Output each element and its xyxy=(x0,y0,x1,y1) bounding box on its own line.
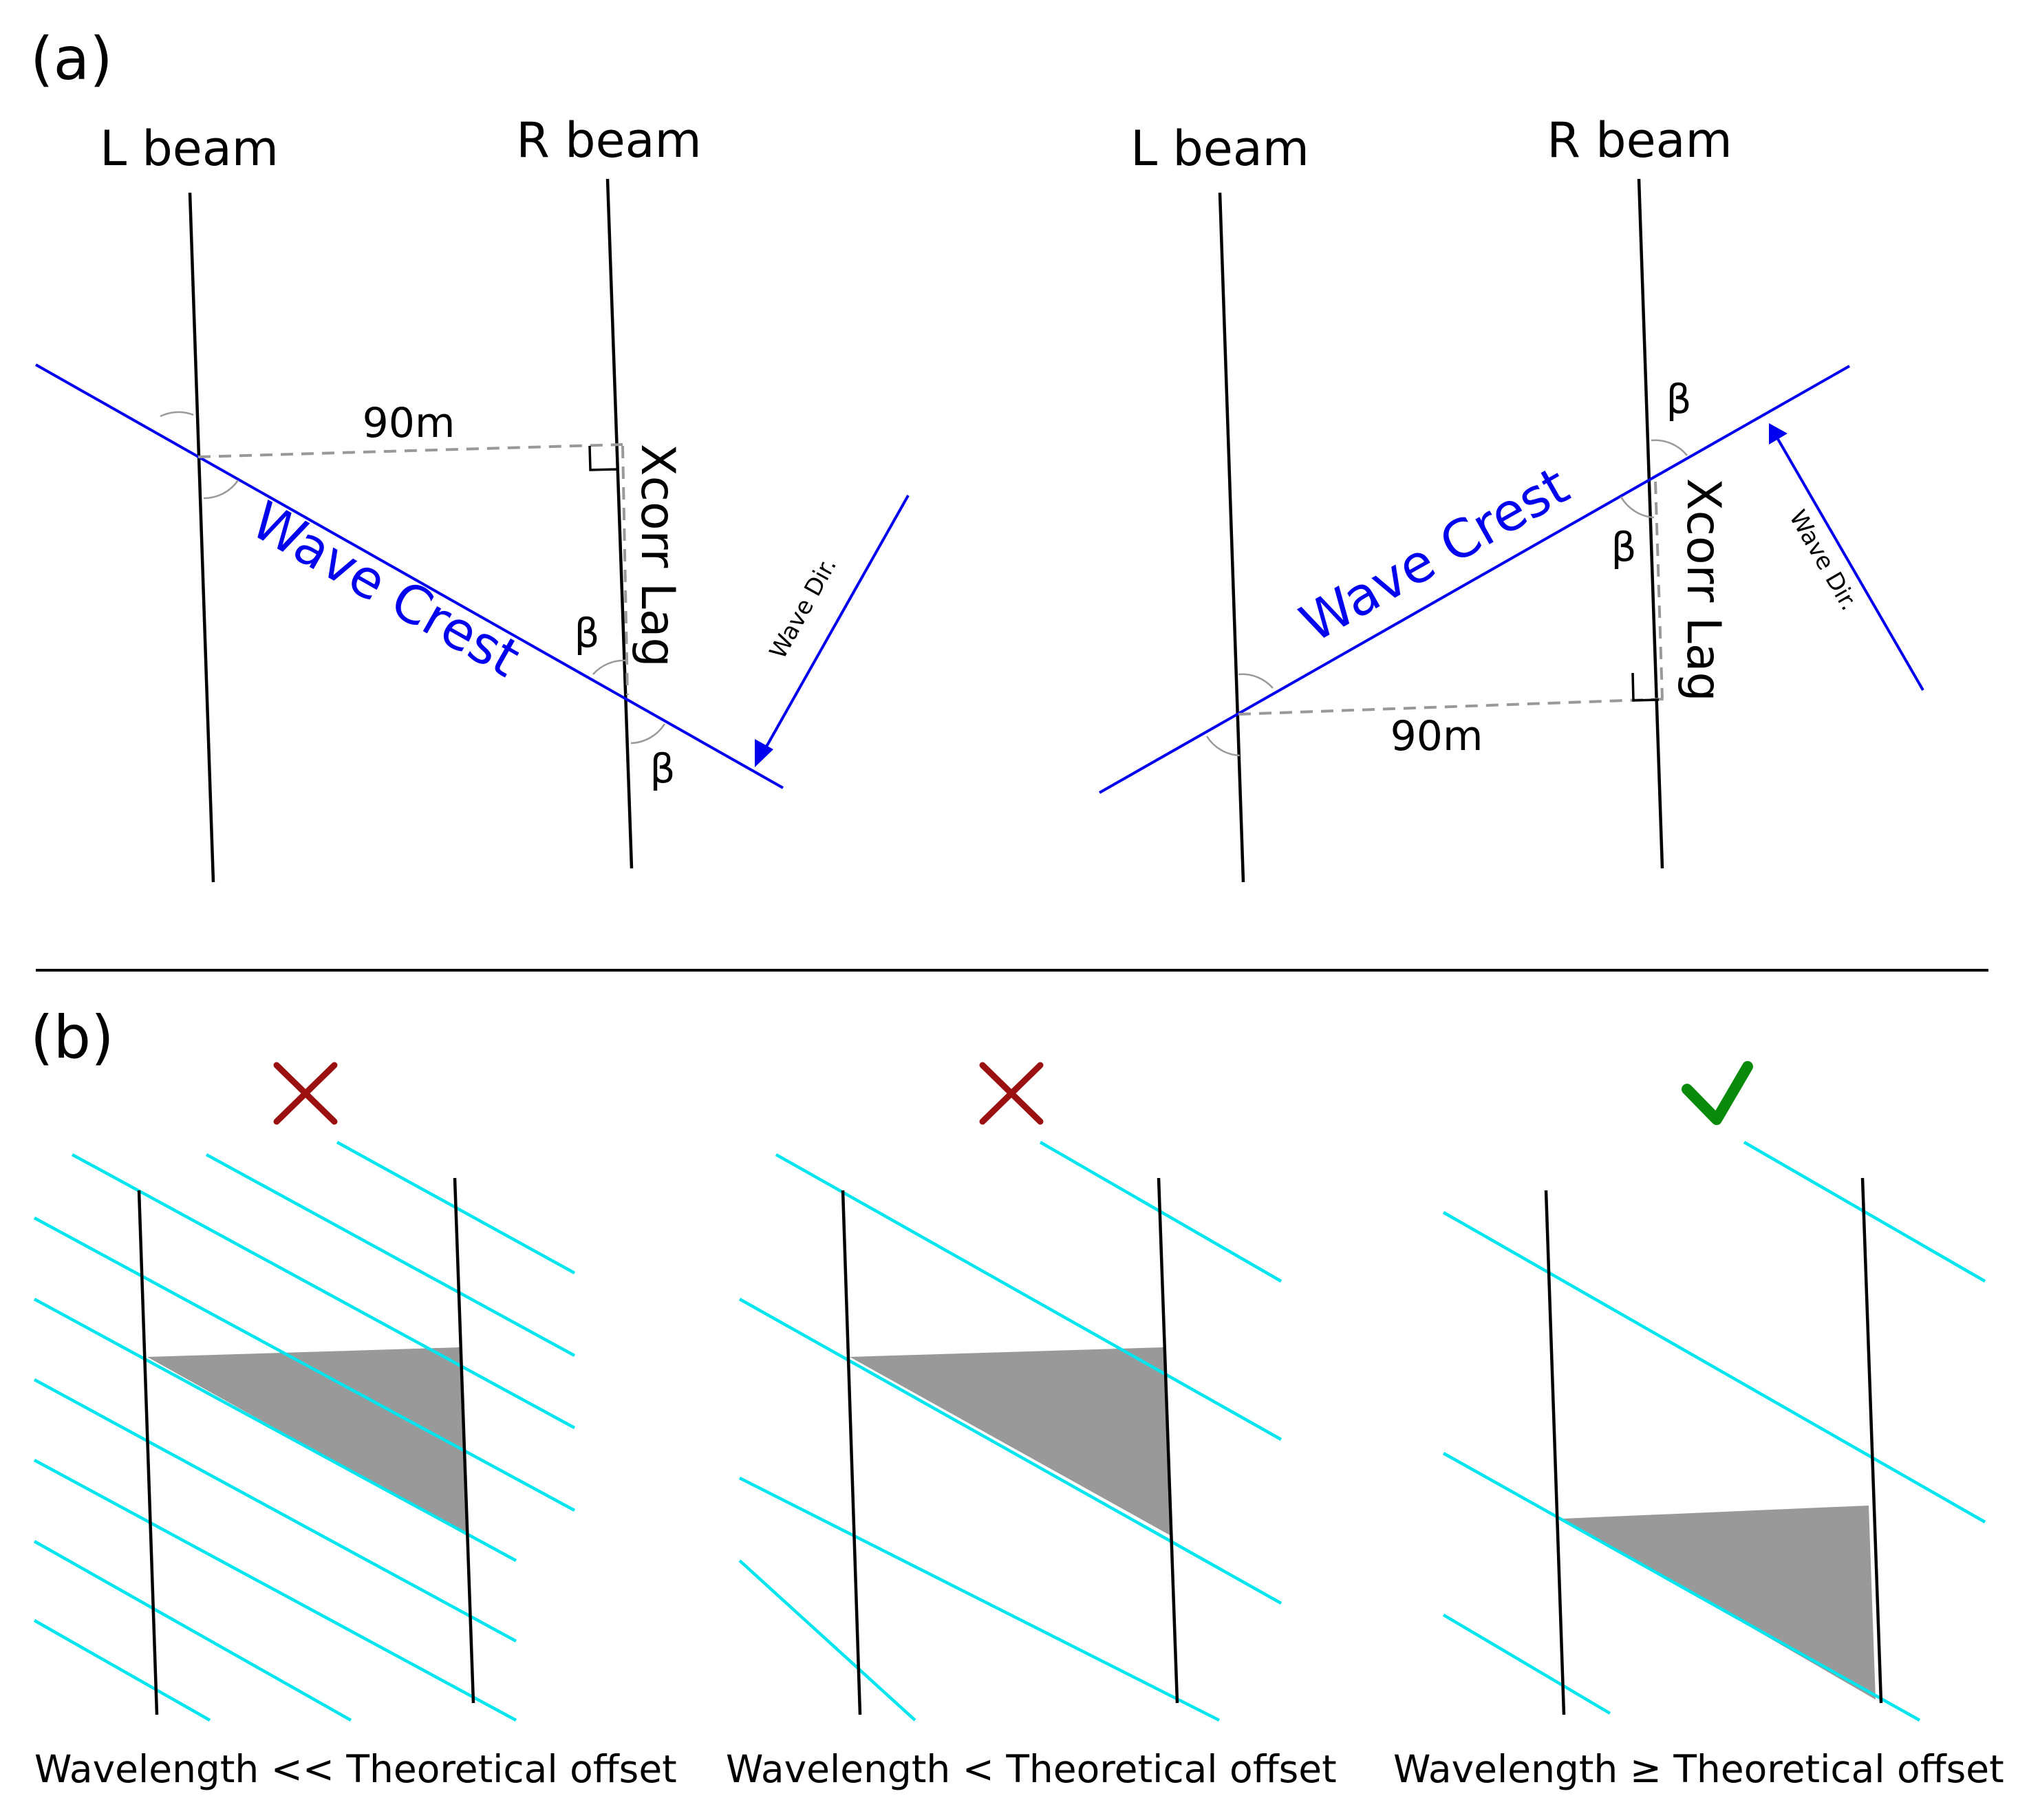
shaded-triangle xyxy=(850,1347,1171,1536)
r-beam-line xyxy=(605,178,634,869)
beta-label: β xyxy=(1611,524,1636,570)
wave-direction-label: Wave Dir. xyxy=(764,553,842,664)
angle-arc xyxy=(630,723,666,745)
angle-arc xyxy=(592,659,627,675)
arrowhead-icon xyxy=(1769,423,1788,445)
offset-dashed-line xyxy=(197,443,623,458)
angle-arc xyxy=(203,480,239,500)
angle-arc xyxy=(1238,673,1274,689)
wave-crest-lines xyxy=(1442,1141,1986,1722)
wave-direction-arrow xyxy=(1777,438,1924,692)
l-beam-line xyxy=(841,1190,862,1715)
checkmark-icon xyxy=(1682,1061,1753,1125)
xcorr-lag-label: Xcorr Lag xyxy=(1676,478,1730,702)
case-2-diagram: Wavelength < Theoretical offset xyxy=(726,1062,1337,1791)
r-beam-line xyxy=(1860,1177,1883,1704)
case-3-diagram: Wavelength ≥ Theoretical offset xyxy=(1393,1061,2004,1791)
wave-crest-line xyxy=(35,363,784,789)
r-beam-line xyxy=(1637,178,1664,869)
r-beam-line xyxy=(453,1177,475,1704)
r-beam-line xyxy=(1157,1177,1179,1704)
case-1-diagram: Wavelength << Theoretical offset xyxy=(33,1062,677,1791)
wave-crest-label: Wave Crest xyxy=(241,489,530,689)
wave-direction-arrow xyxy=(762,495,910,752)
wave-crest-line xyxy=(1099,365,1850,794)
angle-arc xyxy=(1620,496,1655,519)
xcorr-lag-label: Xcorr Lag xyxy=(630,444,685,667)
l-beam-line xyxy=(1218,192,1245,883)
r-beam-label: R beam xyxy=(1547,112,1732,169)
shaded-triangle xyxy=(147,1347,468,1536)
arrowhead-icon xyxy=(755,739,773,767)
wave-crest-lines xyxy=(33,1141,576,1722)
case-3-caption: Wavelength ≥ Theoretical offset xyxy=(1393,1747,2004,1791)
beta-label: β xyxy=(1666,376,1691,422)
beta-label: β xyxy=(650,745,675,792)
l-beam-line xyxy=(137,1190,159,1715)
cross-icon xyxy=(273,1062,338,1125)
case-1-caption: Wavelength << Theoretical offset xyxy=(34,1747,677,1791)
angle-arc xyxy=(1651,439,1688,456)
l-beam-label: L beam xyxy=(1130,120,1309,177)
wave-direction-label: Wave Dir. xyxy=(1783,506,1863,616)
case-2-caption: Wavelength < Theoretical offset xyxy=(726,1747,1337,1791)
l-beam-line xyxy=(188,192,215,883)
offset-label: 90m xyxy=(1391,712,1483,760)
panel-a-left-diagram: L beam R beam 90m Xcorr Lag Wave Crest β… xyxy=(35,112,910,883)
beta-label: β xyxy=(574,610,599,656)
lag-dashed-line xyxy=(1654,481,1664,699)
r-beam-label: R beam xyxy=(516,112,701,169)
angle-arc xyxy=(160,411,194,418)
right-angle-marker xyxy=(1631,672,1660,702)
l-beam-line xyxy=(1544,1190,1566,1715)
offset-label: 90m xyxy=(363,399,455,447)
wave-crest-label: Wave Crest xyxy=(1290,455,1578,654)
offset-dashed-line xyxy=(1238,698,1664,716)
l-beam-label: L beam xyxy=(100,120,279,177)
right-angle-marker xyxy=(588,445,618,471)
cross-icon xyxy=(979,1062,1044,1125)
panel-b-label: (b) xyxy=(30,1003,114,1072)
panel-a-right-diagram: L beam R beam 90m Xcorr Lag Wave Crest β… xyxy=(1099,112,1924,883)
angle-arc xyxy=(1205,736,1241,757)
lag-dashed-line xyxy=(621,445,629,696)
panel-a-label: (a) xyxy=(30,25,113,94)
